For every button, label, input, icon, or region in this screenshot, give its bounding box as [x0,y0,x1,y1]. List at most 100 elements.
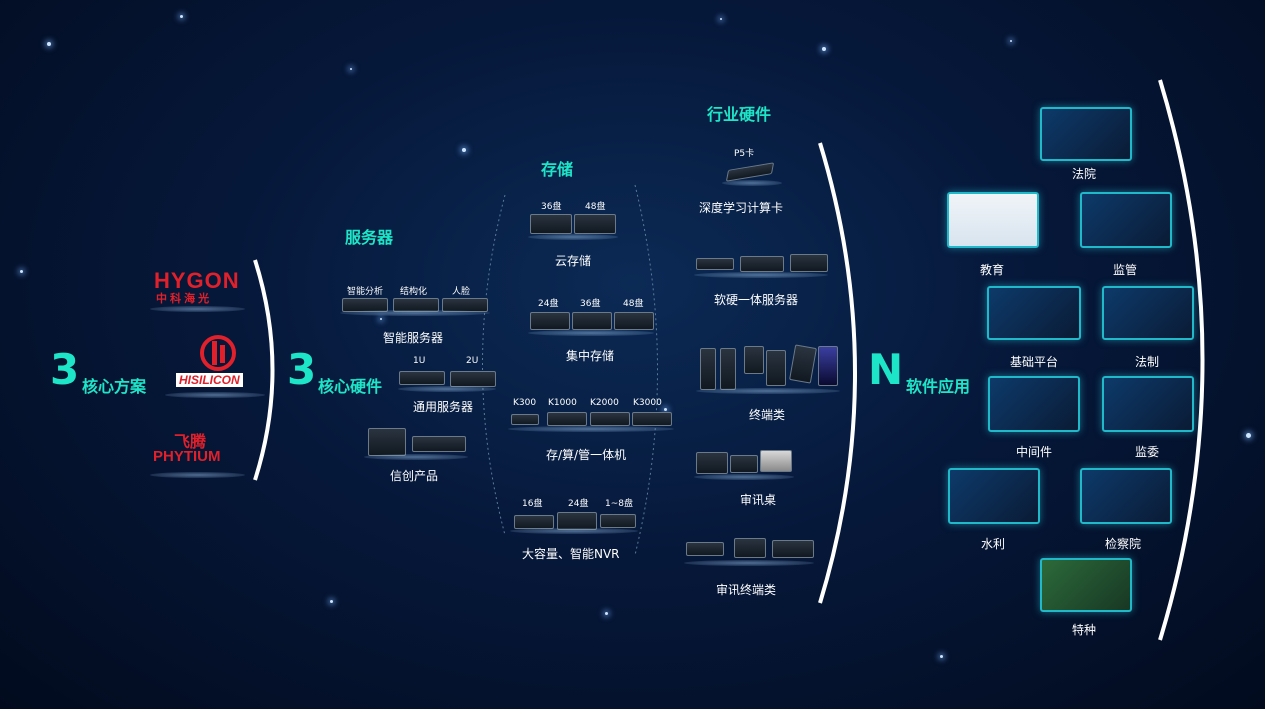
storage-tag: 16盘 [522,499,543,509]
device-plate [364,454,468,460]
server-tag: 人脸 [452,287,471,297]
device-plate [694,474,794,480]
server-tag: 结构化 [400,287,428,297]
terminal-label: 终端类 [749,408,786,422]
terminal-device [789,344,817,384]
storage-title: 存储 [541,160,574,179]
interrogation-terminal-label: 审讯终端类 [716,583,777,597]
soft-hard-server-device [790,254,828,272]
section1-number: 3 [50,345,80,394]
storage-tag: K1000 [548,398,577,408]
device-plate [694,272,828,278]
star-decoration [822,47,826,51]
logo-plate [150,306,245,312]
storage-device [530,312,570,330]
device-plate [528,234,618,240]
interrogation-desk-device [696,452,728,474]
app-label: 检察院 [1105,537,1142,551]
hygon-logo: HYGON 中 科 海 光 [150,268,245,310]
section2-label: 核心硬件 [318,377,383,396]
interrogation-terminal-device [734,538,766,558]
storage-device [530,214,572,234]
divider-dotted-arc [482,194,506,536]
star-decoration [462,148,466,152]
app-label: 法制 [1135,355,1160,369]
terminal-device [700,348,716,390]
storage-tag: K300 [513,398,537,408]
interrogation-terminal-device [686,542,724,556]
storage-device [574,214,616,234]
hygon-logo-cn: 中 科 海 光 [156,293,210,305]
smart-server-label: 智能服务器 [383,331,444,345]
server-tag: 智能分析 [347,287,384,297]
section3-label: 软件应用 [906,377,971,396]
nvr-device [514,515,554,529]
app-label: 教育 [980,263,1005,277]
star-decoration [47,42,51,46]
xinchuang-device [412,436,466,452]
server-tag: 1U [413,356,426,366]
device-plate [340,310,490,316]
star-decoration [605,612,608,615]
storage-tag: 24盘 [568,499,589,509]
star-decoration [940,655,943,658]
general-server-label: 通用服务器 [413,400,474,414]
device-plate [508,426,674,432]
app-screen-court [1040,107,1132,161]
app-label: 水利 [981,537,1006,551]
device-plate [722,180,782,186]
device-plate [684,560,814,566]
industry-title: 行业硬件 [707,105,772,124]
server-device [450,371,496,387]
star-decoration [1246,433,1251,438]
app-label: 基础平台 [1010,355,1059,369]
interrogation-desk-label: 审讯桌 [740,493,777,507]
app-screen-base-platform [987,286,1081,340]
cloud-storage-label: 云存储 [555,254,592,268]
hisilicon-flower-icon [200,335,236,371]
p5-card-label: 深度学习计算卡 [699,201,784,215]
server-device [399,371,445,385]
storage-tag: 1~8盘 [605,499,633,509]
section3-number: N [868,345,904,394]
device-plate [398,386,496,392]
star-decoration [330,600,333,603]
p5-card-device [725,162,775,182]
nvr-label: 大容量、智能NVR [522,547,620,561]
soft-hard-server-device [740,256,784,272]
app-screen-procuratorate [1080,468,1172,524]
app-screen-water [948,468,1040,524]
star-decoration [180,15,183,18]
logo-plate [150,472,245,478]
storage-device [547,412,587,426]
app-label: 特种 [1072,623,1097,637]
app-label: 监管 [1113,263,1138,277]
interrogation-desk-device [730,455,758,473]
bracket-arc [253,259,275,481]
section1-label: 核心方案 [82,377,147,396]
soft-hard-server-label: 软硬一体服务器 [714,293,799,307]
logo-plate [165,392,265,398]
central-storage-label: 集中存储 [566,349,615,363]
storage-tag: 36盘 [580,299,601,309]
app-screen-supervisory-committee [1102,376,1194,432]
storage-device [511,414,539,425]
storage-tag: 36盘 [541,202,562,212]
app-label: 监委 [1135,445,1160,459]
device-plate [510,528,638,534]
app-label: 法院 [1072,167,1097,181]
storage-device [590,412,630,426]
app-label: 中间件 [1016,445,1053,459]
hisilicon-logo-text: HISILICON [176,373,243,387]
device-plate [528,330,654,336]
phytium-logo-cn: 飞腾 [174,434,207,451]
app-screen-supervision [1080,192,1172,248]
star-decoration [720,18,722,20]
app-screen-special [1040,558,1132,612]
storage-device [632,412,672,426]
hygon-logo-text: HYGON [154,268,240,293]
interrogation-desk-device [760,450,792,472]
terminal-device [766,350,786,386]
servers-title: 服务器 [345,228,394,247]
star-decoration [350,68,352,70]
